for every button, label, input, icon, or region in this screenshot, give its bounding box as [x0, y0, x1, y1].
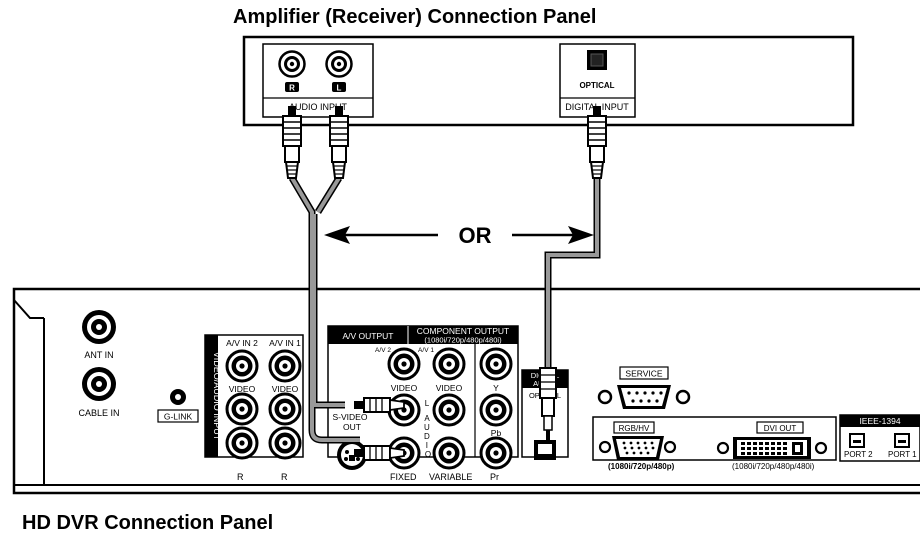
- optical-cable-amp-plug: [587, 105, 607, 179]
- audio-input-l-jack[interactable]: [325, 50, 353, 78]
- av-1-video-out-jack[interactable]: [432, 347, 466, 381]
- audio-vertical-label: L A U D I O: [424, 399, 432, 459]
- ieee-port-1[interactable]: [894, 433, 910, 448]
- service-port[interactable]: [617, 385, 671, 409]
- dvi-out-port[interactable]: [733, 437, 811, 459]
- av-output-label: A/V OUTPUT: [342, 331, 393, 341]
- service-label: SERVICE: [625, 369, 662, 379]
- av-1-video-out-label: VIDEO: [436, 383, 463, 393]
- rgb-formats-text: (1080i/720p/480p): [608, 462, 675, 471]
- l-label: L: [337, 84, 342, 93]
- amplifier-panel: R L AUDIO INPUT OPTICAL DIGITAL INPUT: [242, 35, 855, 127]
- cable-in-connector[interactable]: [82, 367, 116, 401]
- ant-in-label: ANT IN: [84, 350, 113, 360]
- g-link-label: G-LINK: [164, 412, 193, 422]
- av-2-small-label: A/V 2: [375, 347, 391, 354]
- port-1-text: PORT 1: [888, 450, 917, 459]
- av-in-2-r-text: R: [237, 472, 244, 482]
- rgb-hv-label: RGB/HV: [619, 424, 650, 433]
- component-pr-jack[interactable]: [479, 436, 513, 470]
- or-arrow: OR: [324, 223, 594, 248]
- audio-input-label: AUDIO INPUT: [289, 102, 348, 112]
- ieee-1394-label: IEEE-1394: [859, 416, 900, 426]
- av-2-video-out-label: VIDEO: [391, 383, 418, 393]
- or-label: OR: [459, 223, 492, 248]
- audio-variable-l-jack[interactable]: [432, 393, 466, 427]
- audio-input-r-jack[interactable]: [278, 50, 306, 78]
- av-in-1-label: A/V IN 1: [269, 338, 301, 348]
- av-in-2-video-label: VIDEO: [229, 384, 256, 394]
- dvi-formats-text: (1080i/720p/480p/480i): [732, 462, 815, 471]
- av-in-2-r-jack[interactable]: [225, 426, 259, 460]
- rgb-hv-port[interactable]: [612, 436, 664, 460]
- audio-cable-l-plug: [329, 105, 349, 179]
- av-in-2-label: A/V IN 2: [226, 338, 258, 348]
- audio-variable-r-jack[interactable]: [432, 436, 466, 470]
- component-pb-jack[interactable]: [479, 393, 513, 427]
- av-in-2-video-jack[interactable]: [225, 349, 259, 383]
- component-y-jack[interactable]: [479, 347, 513, 381]
- port-2-text: PORT 2: [844, 450, 873, 459]
- cable-in-label: CABLE IN: [78, 408, 119, 418]
- av-in-2-l-jack[interactable]: [225, 392, 259, 426]
- dvr-panel: ANT IN CABLE IN G-LINK VIDEO/AUDIO INPUT…: [12, 287, 920, 495]
- amplifier-panel-title: Amplifier (Receiver) Connection Panel: [233, 6, 597, 28]
- fixed-text: FIXED: [390, 472, 417, 482]
- optical-cable: [544, 178, 601, 375]
- audio-cable-r-plug: [282, 105, 302, 179]
- av-in-1-video-label: VIDEO: [272, 384, 299, 394]
- s-video-out-label: OUT: [343, 422, 361, 432]
- ieee-port-2[interactable]: [849, 433, 865, 448]
- dvr-panel-title: HD DVR Connection Panel: [22, 512, 274, 534]
- av-in-1-r-jack[interactable]: [268, 426, 302, 460]
- optical-label: OPTICAL: [579, 81, 614, 90]
- av-in-1-r-text: R: [281, 472, 288, 482]
- r-label: R: [289, 84, 295, 93]
- pr-text: Pr: [490, 472, 499, 482]
- optical-cable-dvr-plug: [539, 367, 557, 440]
- av-2-video-out-jack[interactable]: [387, 347, 421, 381]
- pb-label: Pb: [491, 428, 502, 438]
- av-1-small-label: A/V 1: [418, 347, 434, 354]
- video-audio-input-vertical-label: VIDEO/AUDIO INPUT: [212, 352, 222, 441]
- av-in-1-video-jack[interactable]: [268, 349, 302, 383]
- component-output-label: COMPONENT OUTPUT: [417, 326, 509, 336]
- av-in-1-l-jack[interactable]: [268, 392, 302, 426]
- ant-in-connector[interactable]: [82, 310, 116, 344]
- dvi-out-label: DVI OUT: [764, 424, 797, 433]
- y-label: Y: [493, 383, 499, 393]
- s-video-label: S-VIDEO: [333, 412, 368, 422]
- analog-audio-cable: [288, 176, 360, 444]
- variable-text: VARIABLE: [429, 472, 473, 482]
- component-formats-label: (1080i/720p/480p/480i): [424, 336, 502, 345]
